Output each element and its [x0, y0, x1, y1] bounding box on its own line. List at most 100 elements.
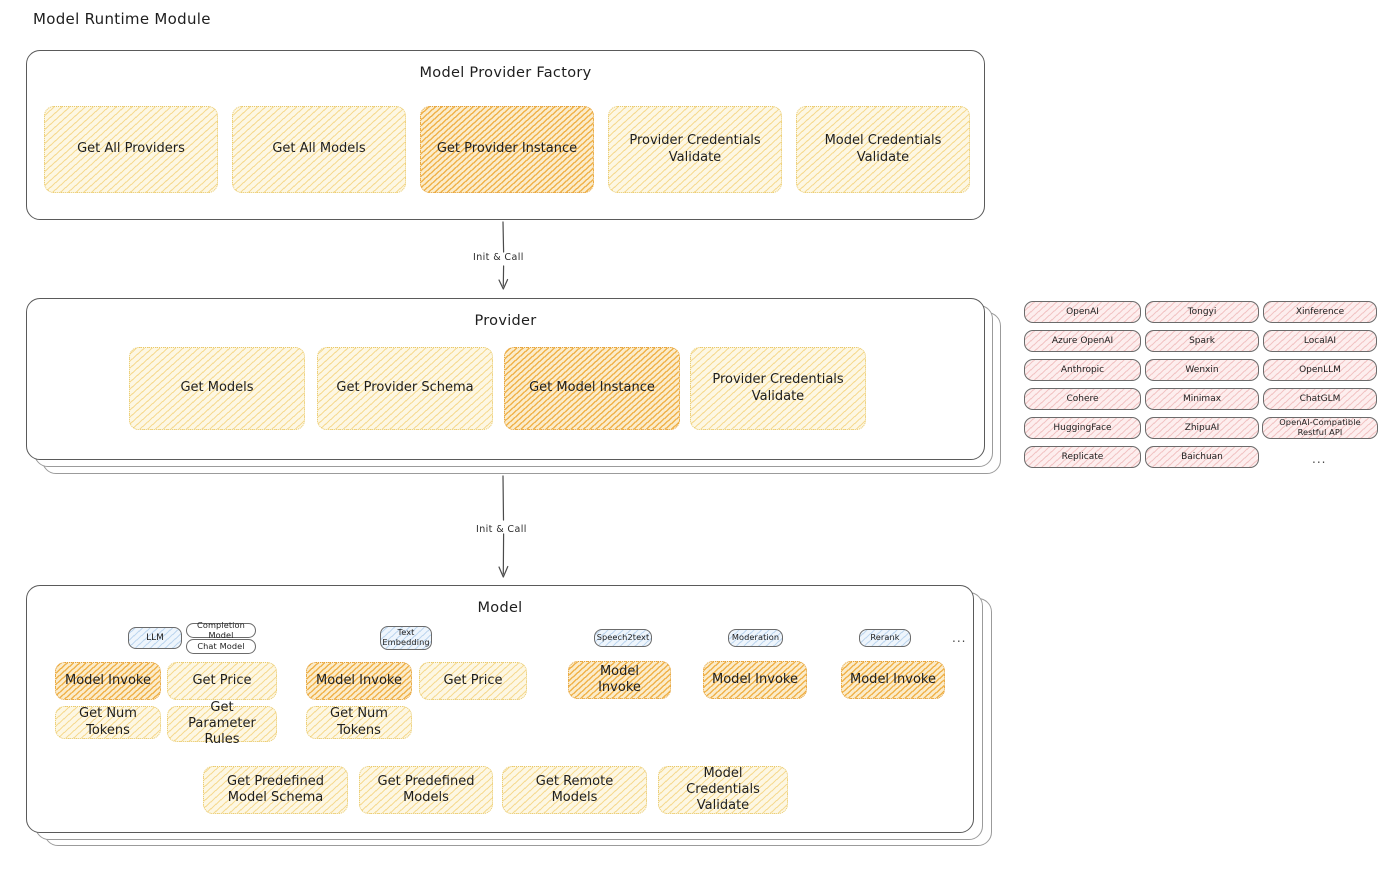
arrow-factory-to-provider: [498, 221, 509, 290]
node-label: Provider Credentials Validate: [712, 372, 844, 404]
provider-chip-label: ZhipuAI: [1184, 422, 1220, 433]
model-subbadge-chat-model[interactable]: Chat Model: [186, 639, 256, 654]
llm-method-get-num-tokens[interactable]: Get Num Tokens: [55, 706, 161, 739]
provider-chip-label: OpenAI: [1066, 306, 1099, 317]
provider-chip-zhipuai[interactable]: ZhipuAI: [1145, 417, 1259, 439]
node-label: Get Remote Models: [535, 773, 614, 805]
rerank-method-model-invoke[interactable]: Model Invoke: [841, 661, 945, 699]
provider-node-get-models[interactable]: Get Models: [129, 347, 305, 430]
model-type-label: Moderation: [731, 632, 780, 643]
arrow-label-init-and-call-2: Init & Call: [476, 524, 527, 535]
provider-chip-minimax[interactable]: Minimax: [1145, 388, 1259, 410]
model-panel: Model: [26, 585, 974, 833]
model-type-label: Text Embedding: [382, 627, 430, 647]
llm-method-model-invoke[interactable]: Model Invoke: [55, 662, 161, 700]
factory-node-get-provider-instance[interactable]: Get Provider Instance: [420, 106, 594, 193]
node-label: Model Credentials Validate: [686, 765, 760, 814]
factory-node-model-credentials-validate[interactable]: Model Credentials Validate: [796, 106, 970, 193]
model-types-more-ellipsis: ...: [952, 631, 967, 645]
factory-node-get-all-providers[interactable]: Get All Providers: [44, 106, 218, 193]
moderation-method-model-invoke[interactable]: Model Invoke: [703, 661, 807, 699]
factory-node-get-all-models[interactable]: Get All Models: [232, 106, 406, 193]
provider-chip-label: LocalAI: [1303, 335, 1337, 346]
node-label: Get All Models: [272, 141, 366, 157]
provider-chip-openai-compatible-restful-api[interactable]: OpenAI-Compatible Restful API: [1262, 417, 1378, 439]
provider-chip-replicate[interactable]: Replicate: [1024, 446, 1141, 468]
provider-chip-label: Wenxin: [1185, 364, 1219, 375]
provider-chip-wenxin[interactable]: Wenxin: [1145, 359, 1259, 381]
provider-chip-tongyi[interactable]: Tongyi: [1145, 301, 1259, 323]
arrow-label-init-and-call-1: Init & Call: [473, 252, 524, 263]
model-type-label: Rerank: [870, 632, 900, 643]
node-label: Get All Providers: [77, 141, 185, 157]
model-shared-method-get-predefined-model-schema[interactable]: Get Predefined Model Schema: [203, 766, 348, 814]
provider-chip-cohere[interactable]: Cohere: [1024, 388, 1141, 410]
provider-chip-label: Azure OpenAI: [1051, 335, 1114, 346]
node-label: Model Invoke: [712, 671, 798, 687]
node-label: Get Price: [192, 672, 252, 688]
provider-node-provider-credentials-validate[interactable]: Provider Credentials Validate: [690, 347, 866, 430]
page-title: Model Runtime Module: [33, 10, 211, 28]
llm-method-get-parameter-rules[interactable]: Get Parameter Rules: [167, 700, 277, 747]
provider-chip-azure-openai[interactable]: Azure OpenAI: [1024, 330, 1141, 352]
model-type-badge-llm[interactable]: LLM: [128, 627, 182, 649]
provider-chip-label: Replicate: [1061, 451, 1104, 462]
model-type-badge-text-embedding[interactable]: Text Embedding: [380, 626, 432, 650]
provider-chip-xinference[interactable]: Xinference: [1263, 301, 1377, 323]
node-label: Get Predefined Model Schema: [227, 773, 324, 805]
model-type-badge-moderation[interactable]: Moderation: [728, 629, 783, 647]
provider-chip-huggingface[interactable]: HuggingFace: [1024, 417, 1141, 439]
provider-chip-spark[interactable]: Spark: [1145, 330, 1259, 352]
provider-chip-label: OpenLLM: [1299, 364, 1341, 375]
provider-chip-label: Spark: [1189, 335, 1215, 346]
provider-chip-chatglm[interactable]: ChatGLM: [1263, 388, 1377, 410]
arrow-provider-to-model: [498, 475, 509, 578]
node-label: Get Price: [443, 672, 503, 688]
model-type-label: Speech2text: [596, 632, 650, 643]
provider-chip-label: Cohere: [1066, 393, 1099, 404]
node-label: Get Provider Instance: [436, 141, 578, 157]
node-label: Provider Credentials Validate: [629, 133, 761, 165]
text-embedding-method-get-price[interactable]: Get Price: [419, 662, 527, 700]
provider-chip-openai[interactable]: OpenAI: [1024, 301, 1141, 323]
model-subbadge-label: Chat Model: [197, 640, 245, 651]
provider-node-get-provider-schema[interactable]: Get Provider Schema: [317, 347, 493, 430]
model-type-badge-rerank[interactable]: Rerank: [859, 629, 911, 647]
model-provider-factory-title: Model Provider Factory: [419, 65, 592, 81]
llm-method-get-price[interactable]: Get Price: [167, 662, 277, 700]
provider-title: Provider: [474, 313, 537, 329]
provider-list-more-ellipsis: ...: [1312, 452, 1327, 466]
node-label: Model Invoke: [65, 672, 151, 688]
factory-node-provider-credentials-validate[interactable]: Provider Credentials Validate: [608, 106, 782, 193]
text-embedding-method-model-invoke[interactable]: Model Invoke: [306, 662, 412, 700]
node-label: Model Credentials Validate: [824, 133, 942, 165]
node-label: Get Predefined Models: [377, 773, 475, 805]
node-label: Get Models: [180, 380, 254, 396]
model-type-badge-speech2text[interactable]: Speech2text: [594, 629, 652, 647]
provider-chip-label: HuggingFace: [1053, 422, 1112, 433]
provider-chip-anthropic[interactable]: Anthropic: [1024, 359, 1141, 381]
provider-chip-localai[interactable]: LocalAI: [1263, 330, 1377, 352]
provider-chip-baichuan[interactable]: Baichuan: [1145, 446, 1259, 468]
provider-node-get-model-instance[interactable]: Get Model Instance: [504, 347, 680, 430]
node-label: Model Invoke: [598, 663, 641, 695]
model-subbadge-completion-model[interactable]: Completion Model: [186, 619, 256, 640]
provider-chip-openllm[interactable]: OpenLLM: [1263, 359, 1377, 381]
model-shared-method-get-remote-models[interactable]: Get Remote Models: [502, 766, 647, 814]
node-label: Model Invoke: [316, 672, 402, 688]
text-embedding-method-get-num-tokens[interactable]: Get Num Tokens: [306, 706, 412, 739]
provider-chip-label: Anthropic: [1060, 364, 1105, 375]
node-label: Get Num Tokens: [330, 706, 388, 738]
speech2text-method-model-invoke[interactable]: Model Invoke: [568, 661, 671, 699]
provider-chip-label: OpenAI-Compatible Restful API: [1279, 417, 1361, 437]
model-type-label: LLM: [146, 632, 164, 643]
node-label: Get Num Tokens: [79, 706, 137, 738]
model-shared-method-get-predefined-models[interactable]: Get Predefined Models: [359, 766, 493, 814]
model-shared-method-model-credentials-validate[interactable]: Model Credentials Validate: [658, 766, 788, 814]
node-label: Get Model Instance: [529, 380, 655, 396]
provider-chip-label: Tongyi: [1187, 306, 1217, 317]
provider-chip-label: Baichuan: [1181, 451, 1223, 462]
provider-chip-label: Minimax: [1182, 393, 1222, 404]
model-subbadge-label: Completion Model: [197, 619, 245, 640]
